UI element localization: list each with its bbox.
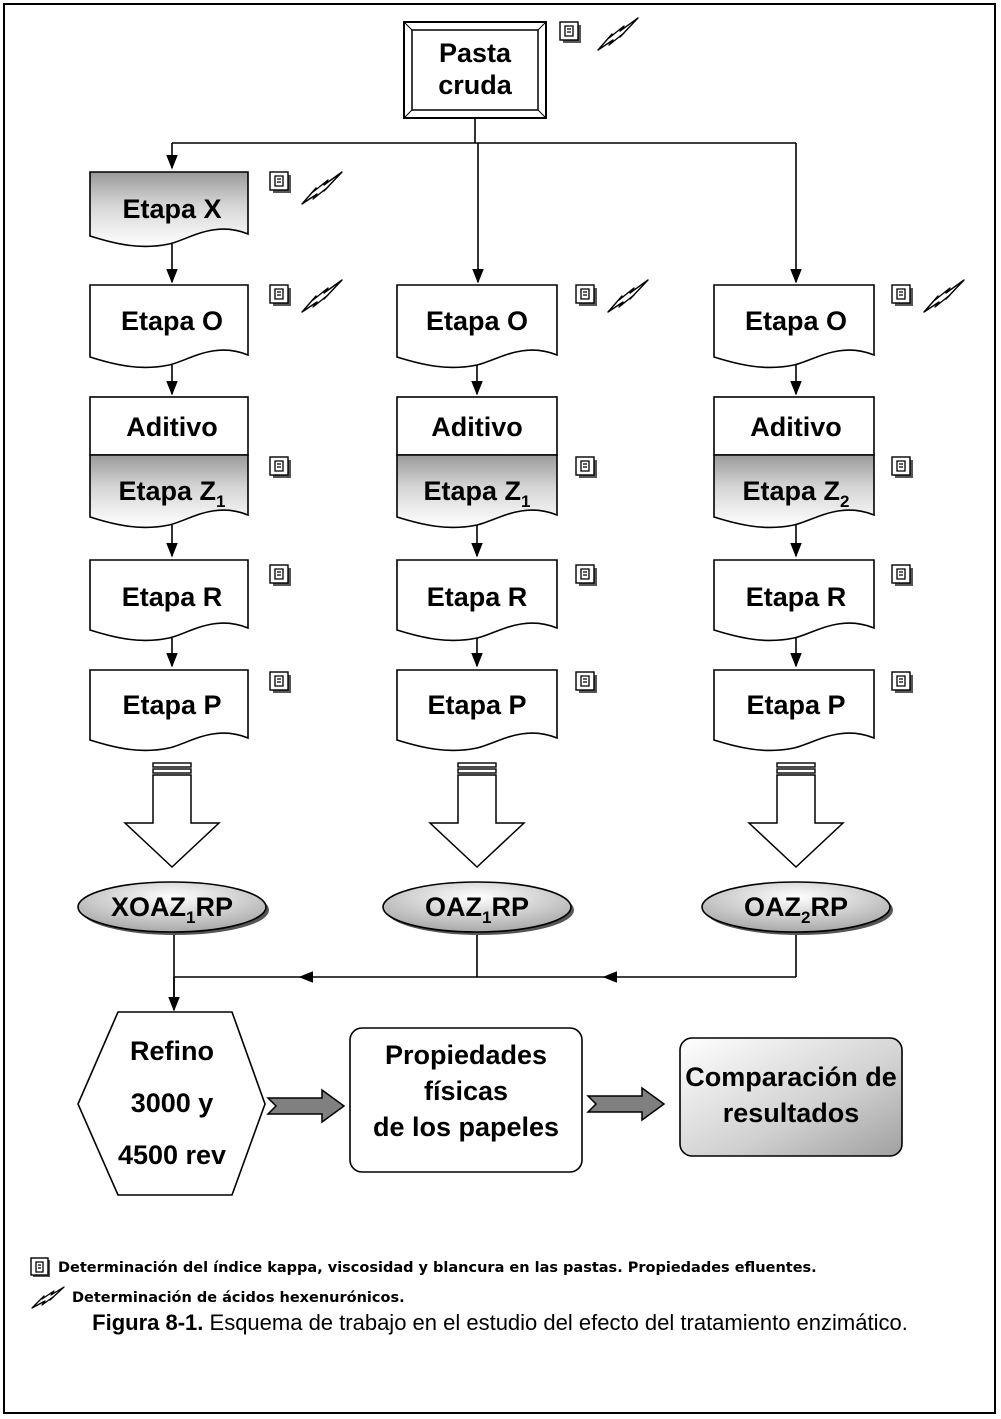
stage-etapa-z-label: Etapa Z1 <box>119 476 226 511</box>
lightning-icon <box>597 17 639 51</box>
result-oval-1-label: XOAZ1RP <box>111 892 233 927</box>
legend-doc-text: Determinación del índice kappa, viscosid… <box>58 1260 817 1276</box>
split-connectors <box>166 118 802 284</box>
doc-icon <box>575 671 597 693</box>
stage-etapa-r-label: Etapa R <box>746 582 847 612</box>
doc-icon <box>269 564 291 586</box>
stage-etapa-p-label: Etapa P <box>122 690 221 720</box>
propiedades-node: Propiedades físicas de los papeles <box>349 1027 583 1173</box>
down-arrow <box>747 762 845 869</box>
stage-aditivo: Aditivo <box>713 396 875 456</box>
stage-etapa-p-label: Etapa P <box>746 690 845 720</box>
lightning-icon <box>301 279 343 313</box>
stage-etapa-p: Etapa P <box>89 669 249 752</box>
stage-etapa-r: Etapa R <box>89 559 249 642</box>
lightning-icon <box>607 279 649 313</box>
propiedades-label-line1: Propiedades <box>385 1040 547 1070</box>
stage-etapa-x: Etapa X <box>89 171 249 248</box>
lightning-icon <box>301 171 343 205</box>
stage-aditivo-label: Aditivo <box>431 412 523 442</box>
stage-etapa-o: Etapa O <box>89 284 249 369</box>
stage-etapa-p: Etapa P <box>713 669 875 752</box>
stage-etapa-o-label: Etapa O <box>745 306 847 336</box>
doc-icon <box>891 456 913 478</box>
doc-icon <box>269 456 291 478</box>
start-label-line2: cruda <box>438 70 513 100</box>
stage-aditivo-label: Aditivo <box>126 412 218 442</box>
result-oval-2-label: OAZ1RP <box>425 892 529 927</box>
stage-etapa-z-label: Etapa Z2 <box>743 476 850 511</box>
stage-etapa-o-label: Etapa O <box>426 306 528 336</box>
doc-icon <box>559 21 581 43</box>
stage-etapa-z-label: Etapa Z1 <box>424 476 531 511</box>
caption-label: Figura 8-1. <box>92 1310 204 1335</box>
stage-etapa-z: Etapa Z2 <box>713 454 875 529</box>
legend-bolt-text: Determinación de ácidos hexenurónicos. <box>72 1290 405 1306</box>
figure-caption: Figura 8-1. Esquema de trabajo en el est… <box>60 1308 940 1338</box>
legend-item-bolt: Determinación de ácidos hexenurónicos. <box>30 1286 405 1310</box>
refino-label-line3: 4500 rev <box>118 1140 226 1170</box>
merge-connectors <box>168 935 797 1012</box>
stage-aditivo: Aditivo <box>89 396 249 456</box>
lightning-icon <box>923 279 965 313</box>
doc-icon <box>269 671 291 693</box>
stage-etapa-p-label: Etapa P <box>427 690 526 720</box>
doc-icon <box>30 1257 50 1277</box>
propiedades-label-line3: de los papeles <box>373 1112 559 1142</box>
comparacion-node: Comparación de resultados <box>679 1037 903 1157</box>
refino-label-line1: Refino <box>130 1036 214 1066</box>
down-arrow <box>123 762 221 869</box>
doc-icon <box>891 564 913 586</box>
stage-etapa-p: Etapa P <box>396 669 558 752</box>
doc-icon <box>575 456 597 478</box>
stage-etapa-r: Etapa R <box>713 559 875 642</box>
down-arrow <box>428 762 526 869</box>
doc-icon <box>891 284 913 306</box>
doc-icon <box>575 564 597 586</box>
doc-icon <box>269 284 291 306</box>
stage-aditivo-label: Aditivo <box>750 412 842 442</box>
arrow-propiedades-to-comparacion <box>586 1086 666 1122</box>
comparacion-label-line1: Comparación de <box>685 1062 897 1092</box>
comparacion-label-line2: resultados <box>723 1098 860 1128</box>
result-oval-1: XOAZ1RP <box>77 881 269 935</box>
refino-label-line2: 3000 y <box>131 1088 214 1118</box>
doc-icon <box>891 671 913 693</box>
arrow-refino-to-propiedades <box>266 1088 346 1124</box>
refino-node: Refino 3000 y 4500 rev <box>77 1011 266 1196</box>
stage-etapa-z: Etapa Z1 <box>396 454 558 529</box>
legend-item-doc: Determinación del índice kappa, viscosid… <box>30 1257 817 1279</box>
stage-etapa-z: Etapa Z1 <box>89 454 249 529</box>
result-oval-3: OAZ2RP <box>701 881 893 935</box>
stage-etapa-o: Etapa O <box>713 284 875 369</box>
stage-etapa-o-label: Etapa O <box>121 306 223 336</box>
stage-etapa-r-label: Etapa R <box>122 582 223 612</box>
stage-etapa-x-label: Etapa X <box>122 194 221 224</box>
stage-aditivo: Aditivo <box>396 396 558 456</box>
figure-frame <box>3 3 996 1414</box>
start-node-pasta-cruda: Pasta cruda <box>403 21 547 119</box>
result-oval-2: OAZ1RP <box>382 881 574 935</box>
stage-etapa-r: Etapa R <box>396 559 558 642</box>
propiedades-label-line2: físicas <box>424 1076 508 1106</box>
result-oval-3-label: OAZ2RP <box>744 892 848 927</box>
stage-etapa-r-label: Etapa R <box>427 582 528 612</box>
doc-icon <box>575 284 597 306</box>
doc-icon <box>269 171 291 193</box>
lightning-icon <box>31 1286 65 1309</box>
stage-etapa-o: Etapa O <box>396 284 558 369</box>
start-label-line1: Pasta <box>439 38 512 68</box>
caption-text: Esquema de trabajo en el estudio del efe… <box>203 1310 908 1335</box>
